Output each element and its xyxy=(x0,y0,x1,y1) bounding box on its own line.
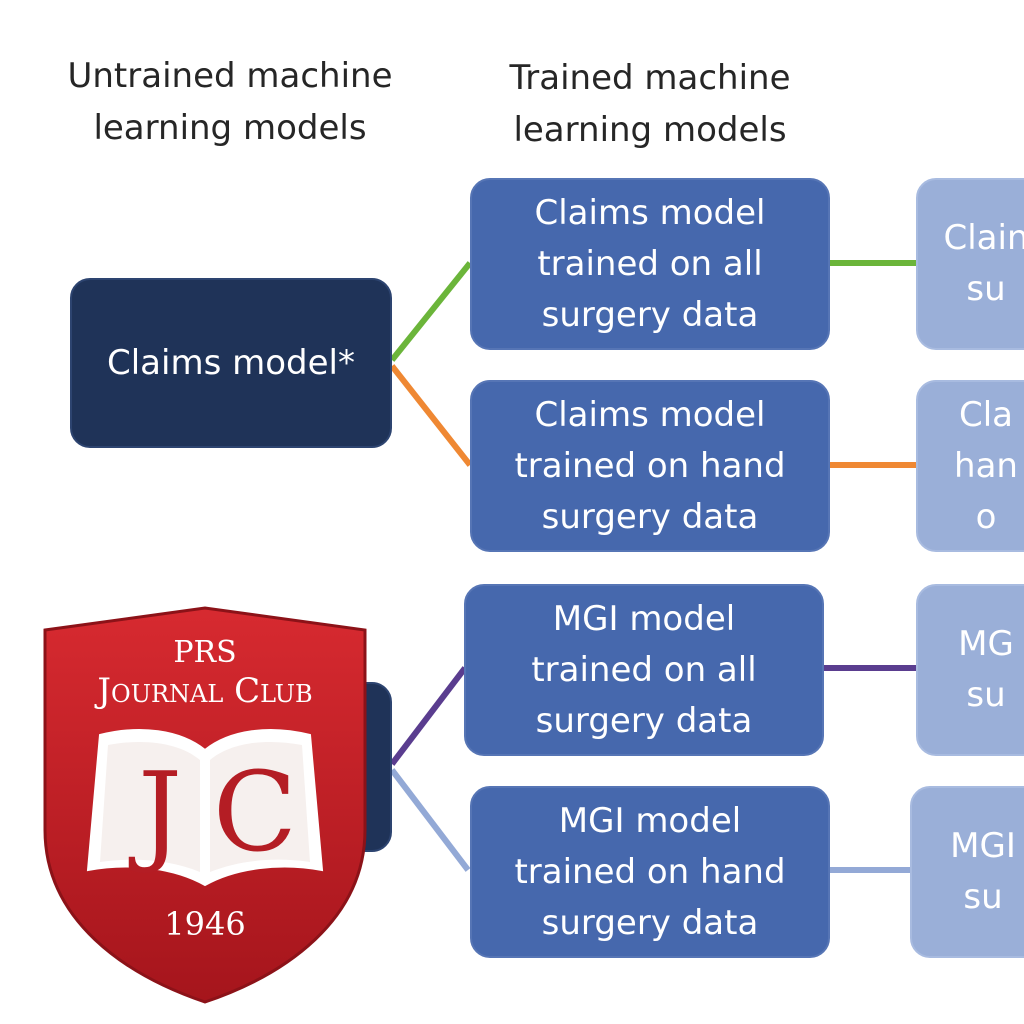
third-col-box-2: Cla han o xyxy=(916,380,1024,552)
badge-line1: PRS xyxy=(173,635,236,670)
third-col-box-3: MG su xyxy=(916,584,1024,756)
third-col-label-1: Clain su xyxy=(943,218,1024,309)
trained-claims-all-box: Claims model trained on all surgery data xyxy=(470,178,830,350)
trained-mgi-hand-box: MGI model trained on hand surgery data xyxy=(470,786,830,958)
edge-mgi-all xyxy=(389,666,468,766)
third-col-label-3: MG su xyxy=(958,624,1014,715)
header-untrained: Untrained machine learning models xyxy=(67,56,393,148)
badge-line2: Journal Club xyxy=(94,671,312,711)
badge-year: 1946 xyxy=(164,905,245,943)
edge-claims-all xyxy=(389,261,473,362)
untrained-claims-box: Claims model* xyxy=(70,278,392,448)
third-col-label-2: Cla han o xyxy=(954,394,1018,537)
third-col-box-1: Clain su xyxy=(916,178,1024,350)
trained-mgi-all-box: MGI model trained on all surgery data xyxy=(464,584,824,756)
journal-club-badge: PRS Journal Club J C 1946 xyxy=(43,606,367,1004)
header-trained: Trained machine learning models xyxy=(509,58,791,150)
third-col-label-4: MGI su xyxy=(950,826,1016,917)
trained-claims-hand-box: Claims model trained on hand surgery dat… xyxy=(470,380,830,552)
monogram-j: J xyxy=(128,748,182,876)
third-col-box-4: MGI su xyxy=(910,786,1024,958)
edge-claims-hand xyxy=(389,364,473,467)
edge-mgi-hand xyxy=(389,768,471,872)
monogram-c: C xyxy=(213,748,297,876)
